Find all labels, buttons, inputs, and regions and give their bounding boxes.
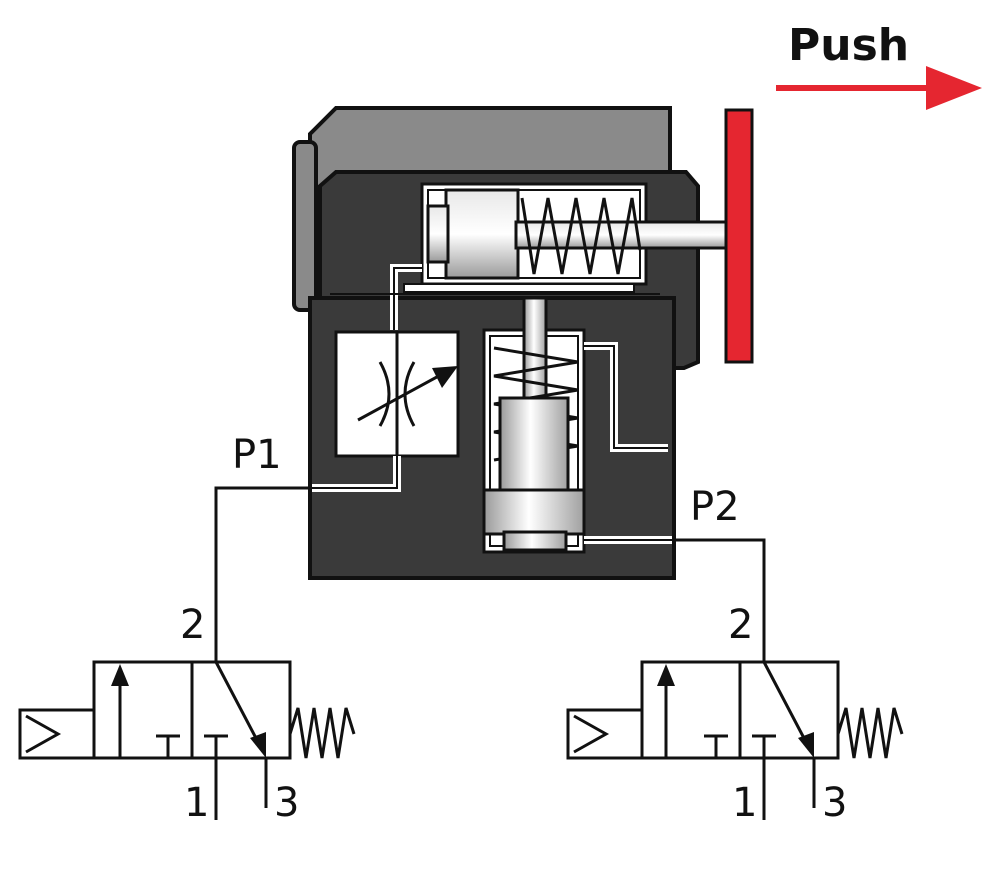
adjust-arrow-line (357, 370, 447, 422)
flow-diag-line-right (762, 661, 808, 743)
flow-up-arrow-left (111, 664, 129, 686)
throttle-arc-left (378, 361, 391, 427)
line-p1 (214, 486, 312, 662)
return-spring-left (288, 707, 356, 759)
spool-base (482, 488, 586, 536)
cap-gap (403, 283, 635, 293)
adjust-arrow-head (432, 366, 458, 388)
flow-up-arrow-right (657, 664, 675, 686)
horizontal-piston (444, 188, 520, 280)
flow-diag-line-left (214, 661, 260, 743)
pilot-passage-outline (393, 267, 422, 330)
flow-diag-arrow-right (798, 732, 814, 758)
valve-housing (292, 106, 728, 580)
push-indicator: Push (776, 20, 982, 110)
push-button[interactable] (724, 108, 754, 364)
return-spring-right (836, 707, 904, 759)
solenoid-valve-right: 2 1 3 (566, 602, 904, 826)
port-num-3-right: 3 (822, 780, 847, 826)
push-arrow-head (926, 66, 982, 110)
solenoid-valve-left: 2 1 3 (18, 602, 356, 826)
line-p2 (672, 538, 766, 662)
port-num-2-left: 2 (180, 602, 205, 648)
push-label: Push (788, 20, 909, 71)
horizontal-spring (520, 197, 642, 275)
port-label-p2: P2 (690, 484, 740, 530)
housing-side-tab (292, 140, 318, 312)
port-num-1-left: 1 (184, 780, 209, 826)
port-label-p1: P1 (232, 432, 282, 478)
piston-cap-left (426, 204, 450, 264)
port-num-2-right: 2 (728, 602, 753, 648)
flow-diag-arrow-left (250, 732, 266, 758)
exhaust-passage-outline (584, 345, 668, 449)
port-num-1-right: 1 (732, 780, 757, 826)
solenoid-triangle (573, 714, 610, 754)
piston-rod (514, 220, 728, 250)
vertical-spool (498, 396, 570, 496)
solenoid-triangle (25, 714, 62, 754)
port-num-3-left: 3 (274, 780, 299, 826)
spool-foot (502, 530, 568, 552)
p1-internal-outline (312, 456, 398, 489)
